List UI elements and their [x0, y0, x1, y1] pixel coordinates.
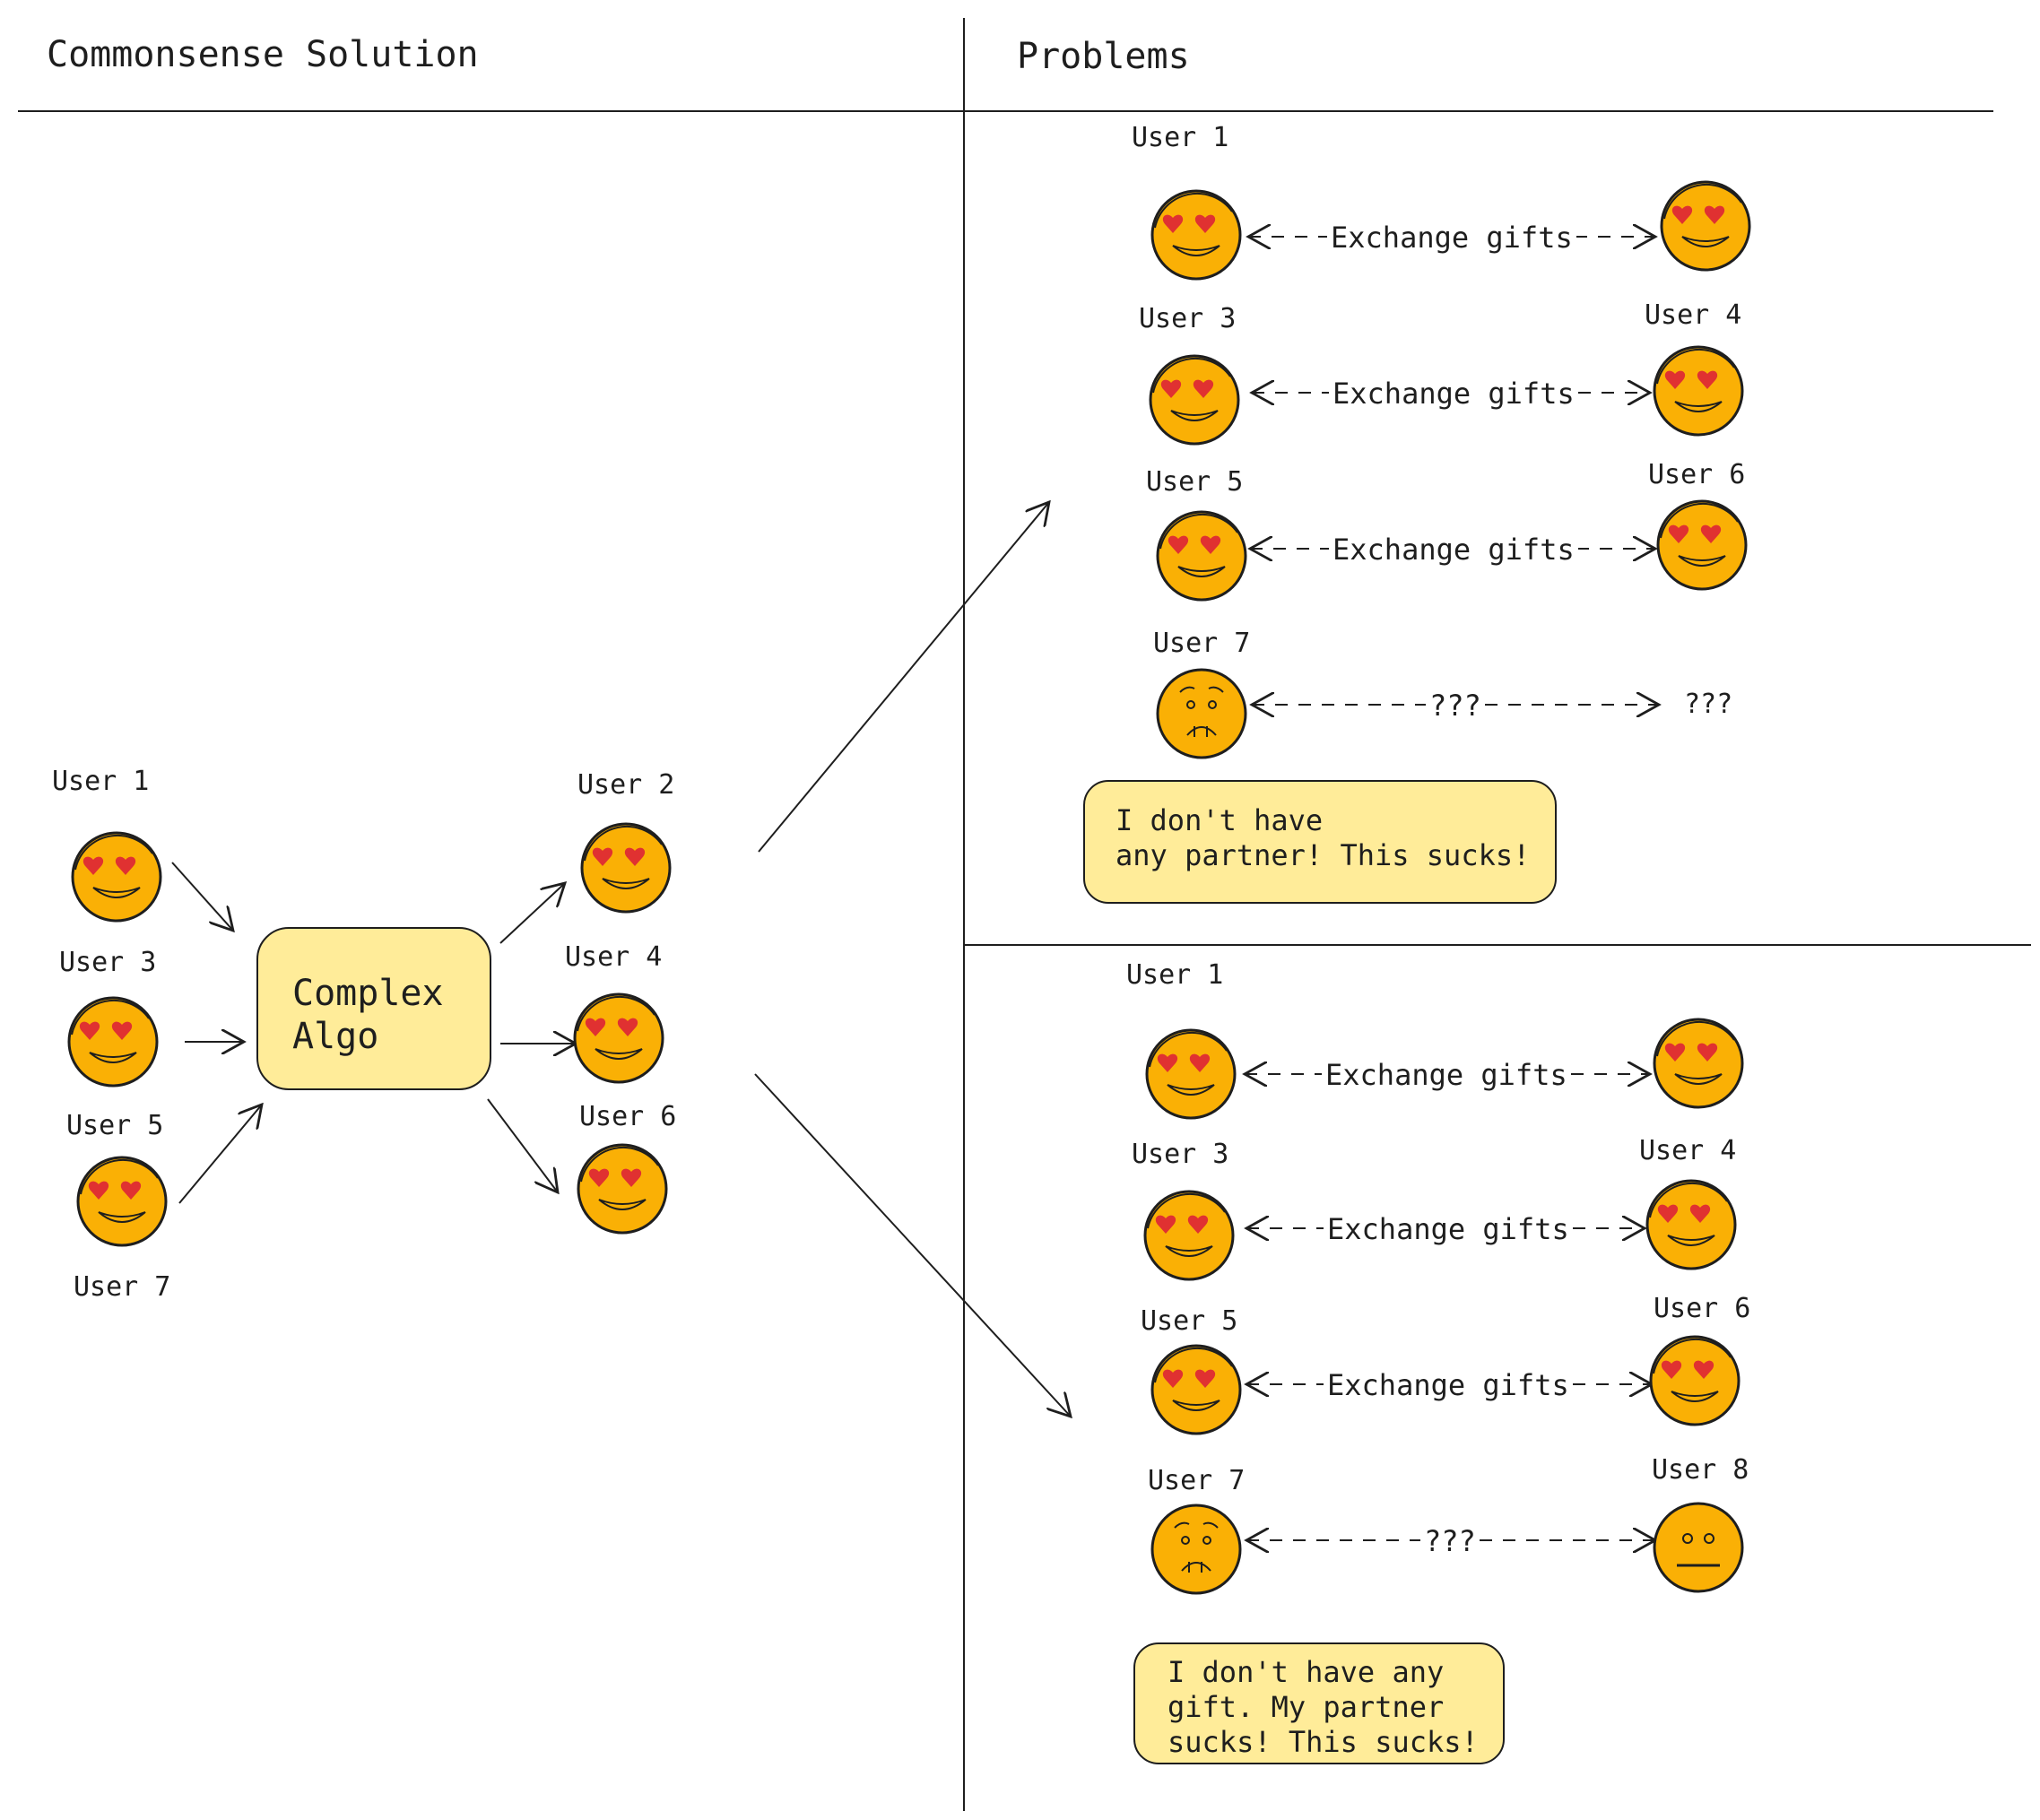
- heart-eyes-face-icon: [1150, 189, 1242, 281]
- user-label: User 4: [565, 941, 663, 973]
- heart-eyes-face-icon: [573, 992, 664, 1084]
- heart-eyes-face-icon: [1660, 180, 1751, 272]
- heart-eyes-face-icon: [1156, 510, 1247, 602]
- user-label: User 3: [1139, 303, 1237, 334]
- heart-eyes-face-icon: [76, 1156, 168, 1247]
- heart-eyes-face-icon: [1149, 354, 1240, 446]
- user-label: User 1: [1132, 122, 1229, 153]
- note-text: I don't have any partner! This sucks!: [1115, 803, 1531, 872]
- missing-partner-label: ???: [1684, 689, 1733, 720]
- neutral-face-icon: [1653, 1502, 1744, 1593]
- arrow-algo-to-user2: [499, 883, 565, 944]
- divider-lines: [18, 18, 2031, 1811]
- unknown-exchange-label: ???: [1420, 1525, 1480, 1557]
- user-label: User 7: [1148, 1465, 1246, 1496]
- heart-eyes-face-icon: [1143, 1190, 1235, 1281]
- user-label: User 5: [1146, 466, 1244, 498]
- exchange-label: Exchange gifts: [1329, 377, 1578, 410]
- note-text: I don't have any gift. My partner sucks!…: [1168, 1655, 1479, 1759]
- top-exchange-arrows: [1248, 237, 1659, 705]
- unknown-exchange-label: ???: [1426, 689, 1485, 722]
- user-label: User 6: [1648, 459, 1746, 490]
- bottom-exchange-arrows: [1245, 1074, 1655, 1540]
- user-label: User 4: [1645, 299, 1742, 331]
- arrow-to-bottom-scenario: [754, 1073, 1071, 1417]
- arrow-user5-to-algo: [178, 1105, 262, 1204]
- arrow-user1-to-algo: [171, 862, 233, 931]
- user-label: User 5: [1141, 1305, 1238, 1337]
- heart-eyes-face-icon: [1656, 499, 1748, 591]
- user-label: User 3: [59, 947, 157, 978]
- right-heading: Problems: [1017, 36, 1190, 77]
- complex-algo-box: Complex Algo: [256, 927, 491, 1090]
- user-label: User 7: [1153, 628, 1251, 659]
- left-heading: Commonsense Solution: [47, 34, 479, 75]
- user-label: User 1: [52, 766, 150, 797]
- user-label: User 3: [1132, 1139, 1229, 1170]
- heart-eyes-face-icon: [1653, 1018, 1744, 1109]
- algo-label: Complex Algo: [292, 973, 444, 1057]
- user-label: User 8: [1652, 1454, 1749, 1486]
- heart-eyes-face-icon: [1145, 1028, 1237, 1120]
- left-arrows: [171, 502, 1071, 1417]
- user-label: User 2: [577, 769, 675, 801]
- user-label: User 6: [1654, 1293, 1751, 1324]
- heart-eyes-face-icon: [1653, 345, 1744, 437]
- heart-eyes-face-icon: [1645, 1179, 1737, 1270]
- exchange-label: Exchange gifts: [1329, 533, 1578, 566]
- user-label: User 7: [74, 1271, 171, 1303]
- exchange-label: Exchange gifts: [1324, 1369, 1573, 1401]
- exchange-label: Exchange gifts: [1322, 1059, 1571, 1091]
- arrow-algo-to-user6: [487, 1098, 558, 1192]
- user-label: User 5: [66, 1110, 164, 1141]
- exchange-label: Exchange gifts: [1327, 221, 1576, 254]
- heart-eyes-face-icon: [1649, 1335, 1741, 1426]
- worried-face-icon: [1150, 1504, 1242, 1595]
- user-label: User 6: [579, 1101, 677, 1132]
- exchange-label: Exchange gifts: [1324, 1213, 1573, 1245]
- heart-eyes-face-icon: [580, 822, 672, 914]
- worried-face-icon: [1156, 668, 1247, 759]
- complaint-note: I don't have any partner! This sucks!: [1083, 780, 1557, 904]
- arrow-to-top-scenario: [758, 502, 1049, 853]
- heart-eyes-face-icon: [71, 831, 162, 923]
- heart-eyes-face-icon: [1150, 1344, 1242, 1435]
- complaint-note: I don't have any gift. My partner sucks!…: [1133, 1642, 1505, 1764]
- heart-eyes-face-icon: [577, 1143, 668, 1235]
- heart-eyes-face-icon: [67, 996, 159, 1088]
- user-label: User 1: [1126, 959, 1224, 991]
- user-label: User 4: [1639, 1135, 1737, 1166]
